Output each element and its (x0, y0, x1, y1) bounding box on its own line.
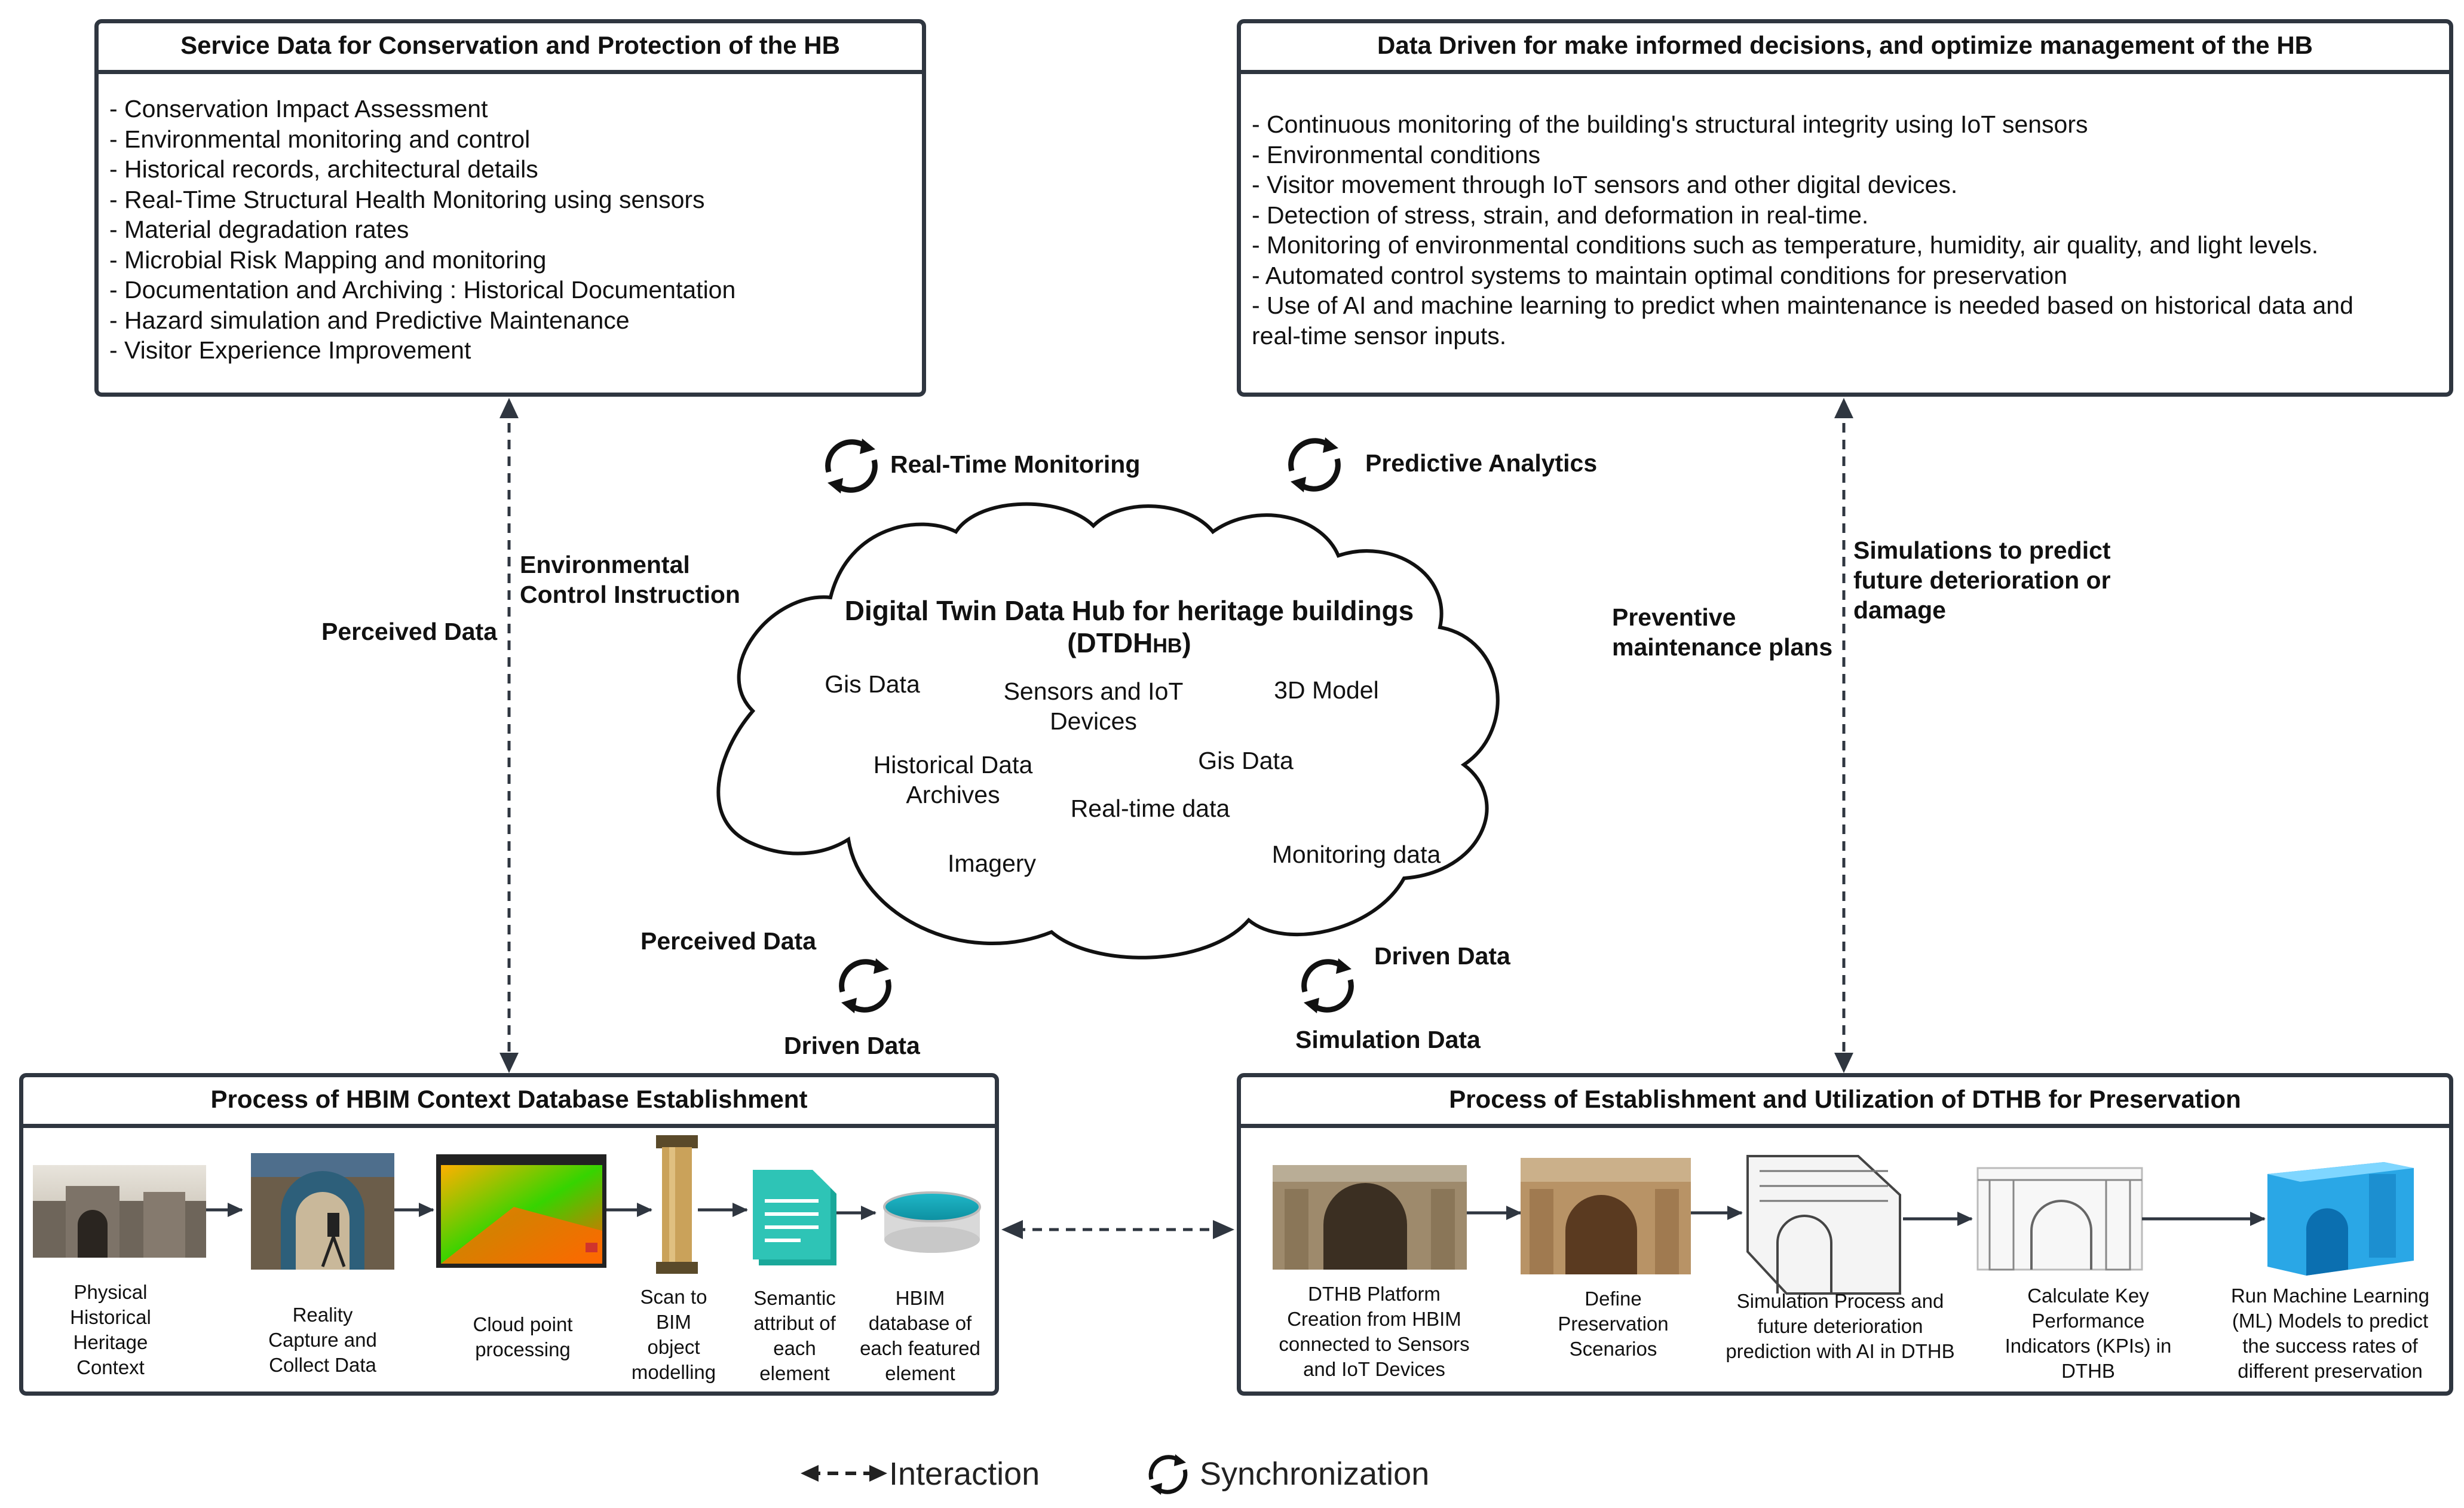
point-cloud-icon (436, 1154, 606, 1268)
list-item: - Monitoring of environmental conditions… (1252, 231, 2319, 259)
hub-abbreviation: (DTDHHB) (1067, 627, 1191, 658)
hub-item-monitoring: Monitoring data (1271, 841, 1441, 868)
list-item: - Conservation Impact Assessment (109, 95, 488, 122)
legend-synchronization-icon (1148, 1454, 1188, 1495)
sync-icon-right-bottom (1301, 958, 1354, 1013)
step-hbim-database: HBIM database of each featured element (860, 1287, 980, 1384)
list-item: - Use of AI and machine learning to pred… (1252, 292, 2353, 319)
label-realtime-monitoring: Real-Time Monitoring (890, 450, 1141, 478)
hub-item-gis-data: Gis Data (825, 670, 920, 698)
hub-item-realtime: Real-time data (1070, 795, 1230, 822)
legend-interaction-label: Interaction (889, 1456, 1040, 1492)
document-icon (753, 1170, 836, 1265)
label-perceived-data-bottom: Perceived Data (640, 927, 817, 955)
legend-synchronization-label: Synchronization (1200, 1456, 1430, 1492)
sync-icon-left-bottom (839, 958, 891, 1013)
step-dthb-platform: DTHB Platform Creation from HBIM connect… (1279, 1283, 1470, 1380)
data-driven-box: Data Driven for make informed decisions,… (1237, 19, 2453, 397)
label-env-control: Environmental Control Instruction (520, 551, 740, 608)
list-item: - Historical records, architectural deta… (109, 155, 538, 183)
list-item: - Environmental conditions (1252, 140, 1541, 168)
step-reality-capture: Reality Capture and Collect Data (268, 1304, 377, 1376)
label-simulation-data: Simulation Data (1295, 1026, 1481, 1053)
list-item: real-time sensor inputs. (1252, 321, 1507, 350)
hub-item-3d-model: 3D Model (1274, 676, 1379, 704)
label-simulations: Simulations to predict future deteriorat… (1853, 537, 2111, 624)
database-icon (883, 1191, 981, 1253)
dthb-process-title: Process of Establishment and Utilization… (1241, 1077, 2449, 1128)
list-item: - Microbial Risk Mapping and monitoring (109, 246, 547, 274)
step-physical-heritage: Physical Historical Heritage Context (70, 1281, 151, 1378)
data-driven-list: - Continuous monitoring of the building'… (1252, 109, 2353, 351)
data-driven-title: Data Driven for make informed decisions,… (1241, 23, 2449, 74)
kpi-drawing-icon (1976, 1167, 2143, 1271)
data-hub-cloud (716, 502, 1500, 960)
step-define-scenarios: Define Preservation Scenarios (1558, 1288, 1669, 1360)
simulation-model-icon (1746, 1155, 1901, 1295)
bim-column-icon (656, 1135, 698, 1274)
dthb-platform-photo-icon (1273, 1165, 1467, 1270)
ml-model-icon (2267, 1162, 2414, 1276)
hub-item-gis-data-2: Gis Data (1198, 747, 1294, 774)
label-driven-data-bottom-right: Driven Data (1374, 942, 1510, 970)
list-item: - Environmental monitoring and control (109, 125, 531, 153)
hub-title: Digital Twin Data Hub for heritage build… (801, 594, 1458, 662)
list-item: - Automated control systems to maintain … (1252, 261, 2068, 289)
list-item: - Real-Time Structural Health Monitoring… (109, 185, 705, 213)
hub-item-sensors: Sensors and IoT Devices (1003, 678, 1184, 735)
list-item: - Visitor Experience Improvement (109, 336, 471, 364)
service-data-box: Service Data for Conservation and Protec… (94, 19, 926, 397)
service-data-title: Service Data for Conservation and Protec… (99, 23, 922, 74)
list-item: - Material degradation rates (109, 216, 409, 243)
label-driven-data-bottom-left: Driven Data (784, 1032, 920, 1059)
list-item: - Visitor movement through IoT sensors a… (1252, 171, 1958, 198)
hub-item-historical: Historical Data Archives (873, 751, 1033, 808)
legend-interaction-icon (801, 1465, 887, 1482)
list-item: - Hazard simulation and Predictive Maint… (109, 306, 630, 334)
step-simulation-process: Simulation Process and future deteriorat… (1726, 1290, 1955, 1362)
sync-icon-realtime (825, 439, 878, 494)
preservation-scenario-photo-icon (1521, 1158, 1691, 1274)
step-scan-to-bim: Scan to BIM object modelling (631, 1286, 716, 1383)
step-semantic: Semantic attribut of each element (753, 1287, 836, 1384)
label-perceived-data-left: Perceived Data (321, 618, 498, 645)
label-preventive: Preventive maintenance plans (1612, 603, 1833, 661)
list-item: - Detection of stress, strain, and defor… (1252, 201, 1869, 229)
service-data-list: - Conservation Impact Assessment - Envir… (109, 94, 735, 366)
reality-capture-icon (251, 1153, 394, 1270)
step-calculate-kpis: Calculate Key Performance Indicators (KP… (2005, 1285, 2172, 1382)
sync-icon-predictive (1288, 437, 1341, 492)
hbim-process-title: Process of HBIM Context Database Establi… (23, 1077, 995, 1128)
heritage-photo-icon (33, 1165, 206, 1258)
hub-item-imagery: Imagery (947, 850, 1037, 877)
step-run-ml: Run Machine Learning (ML) Models to pred… (2230, 1285, 2430, 1382)
step-cloud-point: Cloud point processing (473, 1313, 573, 1360)
list-item: - Documentation and Archiving : Historic… (109, 276, 736, 304)
list-item: - Continuous monitoring of the building'… (1252, 111, 2088, 138)
label-predictive-analytics: Predictive Analytics (1365, 449, 1598, 477)
